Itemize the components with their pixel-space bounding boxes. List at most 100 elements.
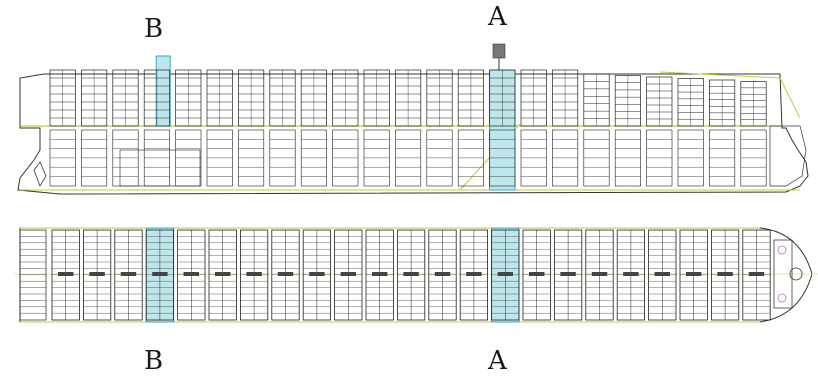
plan-bay <box>491 227 520 323</box>
profile-hold-bay <box>175 129 202 187</box>
hatch-marker <box>372 272 388 276</box>
profile-deck-bay <box>363 69 390 127</box>
hatch-marker <box>89 272 105 276</box>
stern-frame <box>19 229 47 321</box>
hatch-marker <box>183 272 199 276</box>
profile-deck-bay <box>49 69 76 127</box>
profile-deck-bay <box>646 76 673 127</box>
section-label-b-top: B <box>144 14 164 44</box>
plan-bay <box>711 229 740 321</box>
plan-bay <box>679 229 708 321</box>
bow-sheer-line <box>659 71 801 119</box>
rudder-outline <box>33 161 47 187</box>
bow-block <box>769 125 807 187</box>
profile-hold-bay <box>614 129 641 187</box>
profile-hold-bay <box>112 129 139 187</box>
profile-view <box>17 43 809 195</box>
hatch-marker <box>591 272 608 276</box>
hatch-marker <box>403 272 419 276</box>
plan-stern-block <box>19 229 47 321</box>
plan-bay <box>302 229 332 321</box>
hatch-marker <box>497 272 513 276</box>
plan-bay <box>177 229 206 321</box>
profile-hold-bay <box>457 129 484 187</box>
plan-view <box>14 227 818 323</box>
profile-deck-bay <box>583 73 610 127</box>
profile-deck-bay <box>238 69 265 127</box>
plan-bay <box>648 229 677 321</box>
profile-hold-bay <box>269 129 296 187</box>
profile-hold-bay <box>300 129 327 187</box>
section-label-a-top: A <box>488 2 507 32</box>
hatch-marker <box>686 272 702 276</box>
profile-hold-bay <box>332 129 359 187</box>
section-label-a-bottom: A <box>488 346 507 376</box>
profile-deck-bay <box>112 69 139 127</box>
hatch-marker <box>309 272 325 276</box>
profile-deck-bay <box>489 69 516 127</box>
profile-hull-outline <box>17 73 809 195</box>
profile-deck-bay <box>709 79 736 127</box>
profile-hold-bay <box>646 129 673 187</box>
profile-deck-bay <box>614 75 641 127</box>
plan-bay <box>365 229 394 321</box>
hatch-marker <box>277 272 294 276</box>
plan-bay <box>585 229 614 321</box>
bow-cell <box>773 239 793 309</box>
profile-deck-bay <box>300 69 327 127</box>
plan-bay <box>271 229 300 321</box>
profile-deck-bay <box>457 69 484 127</box>
profile-mast-top <box>492 43 506 59</box>
section-label-b-bottom: B <box>144 346 164 376</box>
profile-deck-bay <box>677 78 704 127</box>
plan-bay <box>396 229 426 321</box>
plan-bay <box>334 229 363 321</box>
plan-bay <box>114 229 143 321</box>
profile-section-b-funnel <box>155 55 171 127</box>
plan-bay <box>51 229 80 321</box>
profile-hold-bay <box>489 129 516 187</box>
plan-bay <box>522 229 551 321</box>
plan-bow <box>773 239 803 309</box>
hatch-marker <box>215 272 231 276</box>
hatch-marker <box>466 272 482 276</box>
bow-bitt-lower <box>777 293 787 303</box>
profile-deck-bay <box>520 69 547 127</box>
plan-bay <box>554 229 583 321</box>
hatch-marker <box>246 272 262 276</box>
hatch-marker <box>748 272 765 276</box>
hatch-marker <box>120 272 137 276</box>
plan-bay <box>428 229 457 321</box>
hatch-marker <box>717 272 733 276</box>
hatch-marker <box>152 272 168 276</box>
hatch-marker <box>623 272 639 276</box>
hatch-marker <box>58 272 74 276</box>
hatch-marker <box>434 272 451 276</box>
hatch-marker <box>560 272 576 276</box>
profile-deck-bay <box>175 69 202 127</box>
profile-deck-bay <box>269 69 296 127</box>
profile-hold-bay <box>583 129 610 187</box>
plan-bay <box>459 229 489 321</box>
plan-bay <box>83 229 112 321</box>
plan-bay <box>616 229 646 321</box>
profile-deck-bay <box>206 69 233 127</box>
profile-deck-bay <box>552 69 579 127</box>
profile-deck-bay <box>426 69 453 127</box>
plan-bay <box>208 229 237 321</box>
profile-hold-bay <box>395 129 422 187</box>
profile-hold-bay <box>426 129 453 187</box>
profile-hold-bay <box>709 129 736 187</box>
hatch-marker <box>529 272 545 276</box>
hatch-marker <box>340 272 356 276</box>
profile-deck-bay <box>395 69 422 127</box>
profile-hold-bay <box>520 129 547 187</box>
engine-room <box>119 149 201 187</box>
bow-windlass <box>789 267 803 281</box>
profile-hold-bay <box>740 129 767 187</box>
profile-hold-bay <box>206 129 233 187</box>
profile-deck-bay <box>143 69 170 127</box>
plan-bay <box>742 229 771 321</box>
